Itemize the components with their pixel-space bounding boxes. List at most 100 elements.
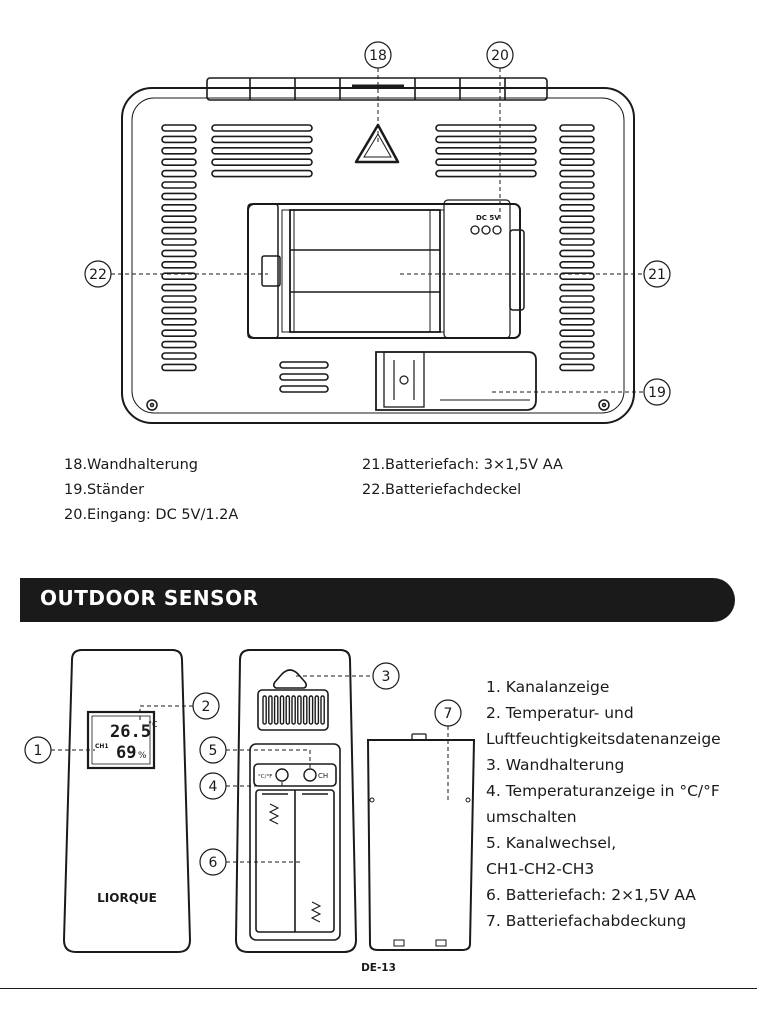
vent-slot (161, 352, 197, 360)
vent-slot (559, 329, 595, 338)
vent-slot (435, 158, 537, 166)
outdoor-sensor-diagram: 26.5 °C CH1 69 % LIORQUE °C/°F CH (24, 649, 476, 953)
vent-slot (559, 295, 595, 303)
vent-slot (211, 169, 313, 178)
sensor-legend-line: 7. Batteriefachabdeckung (486, 912, 687, 930)
dc-input-label: DC 5V (476, 214, 500, 222)
sensor-legend-line: 3. Wandhalterung (486, 756, 625, 774)
vent-slot (161, 329, 197, 338)
vent-slot (211, 124, 313, 132)
vent-slot (211, 147, 313, 155)
vent-slot (435, 124, 537, 132)
sensor-battery-cover (366, 739, 476, 951)
vent-slot (161, 215, 197, 223)
sensor-legend-line: umschalten (486, 808, 577, 826)
unit-button (275, 768, 289, 782)
sensor-back-body (234, 649, 358, 953)
battery-cover-hinge (247, 203, 279, 339)
sensor-legend-line: CH1-CH2-CH3 (486, 860, 595, 878)
vent-slot (285, 695, 291, 725)
vent-slot (161, 226, 197, 235)
vent-slot (291, 695, 296, 725)
vent-slot (262, 695, 267, 725)
section-title: OUTDOOR SENSOR (40, 586, 259, 610)
vent-slot (559, 204, 595, 212)
callout-19: 19 (648, 385, 666, 401)
callout-3: 3 (382, 669, 391, 685)
callout-4: 4 (209, 779, 218, 795)
legend-item-22: 22.Batteriefachdeckel (362, 482, 522, 498)
vent-slot (559, 363, 595, 372)
callout-1: 1 (34, 743, 43, 759)
lcd-temp-unit: °C (148, 720, 158, 729)
vent-slot (559, 169, 595, 178)
base-station-back-diagram: DC 5V 18 20 22 21 19 (84, 41, 671, 424)
vent-slot (559, 238, 595, 246)
vent-slot (211, 158, 313, 166)
vent-slot (161, 363, 197, 372)
vent-slot (161, 135, 197, 144)
vent-slot (279, 695, 285, 725)
vent-slot (314, 695, 320, 725)
vent-slot (559, 147, 595, 155)
vent-slot (435, 135, 537, 144)
callout-20: 20 (491, 48, 509, 64)
vent-slot (559, 283, 595, 292)
vent-slot (161, 272, 197, 281)
vent-slot (279, 373, 329, 381)
battery-compartment (247, 203, 521, 339)
callout-18: 18 (369, 48, 387, 64)
unit-button-label: °C/°F (258, 774, 272, 780)
vent-slot (279, 385, 329, 393)
top-legend-left: 18.Wandhalterung 19.Ständer 20.Eingang: … (64, 453, 238, 528)
vent-slot (161, 158, 197, 166)
vent-slot (435, 147, 537, 155)
wall-mount-hole (354, 123, 400, 164)
vent-slot (161, 147, 197, 155)
vent-slot (559, 158, 595, 166)
legend-item-21: 21.Batteriefach: 3×1,5V AA (362, 457, 563, 473)
vent-slot (559, 124, 595, 132)
stand (375, 351, 537, 411)
vent-slot (161, 238, 197, 246)
lcd-humidity: 69 (116, 743, 136, 763)
sensor-legend-line: 6. Batteriefach: 2×1,5V AA (486, 886, 696, 904)
vent-slot (559, 260, 595, 269)
callout-22: 22 (89, 267, 107, 283)
vent-slot (559, 317, 595, 326)
vent-slot (559, 181, 595, 189)
vent-slot (559, 340, 595, 349)
channel-button (303, 768, 317, 782)
callout-5: 5 (209, 743, 218, 759)
sensor-legend-line: Luftfeuchtigkeitsdatenanzeige (486, 730, 721, 748)
top-legend-right: 21.Batteriefach: 3×1,5V AA 22.Batteriefa… (362, 453, 563, 503)
vent-slot (559, 135, 595, 144)
vent-slot (161, 192, 197, 201)
sensor-front-body (62, 649, 192, 953)
callout-2: 2 (202, 699, 211, 715)
vent-slot (559, 272, 595, 281)
vent-slot (161, 124, 197, 132)
vent-slot (268, 695, 273, 725)
vent-slot (559, 306, 595, 315)
vent-slot (297, 695, 302, 725)
sensor-legend-line: 5. Kanalwechsel, (486, 834, 617, 852)
sensor-legend-line: 1. Kanalanzeige (486, 678, 610, 696)
vent-slot (302, 695, 308, 725)
sensor-legend-line: 4. Temperaturanzeige in °C/°F (486, 782, 720, 800)
callout-21: 21 (648, 267, 666, 283)
lcd-humidity-unit: % (138, 751, 147, 761)
vent-slot (320, 695, 325, 725)
page-number: DE-13 (361, 962, 396, 974)
vent-slot (161, 283, 197, 292)
base-station-body (121, 87, 635, 424)
vent-slot (161, 340, 197, 349)
sensor-legend: 1. Kanalanzeige 2. Temperatur- und Luftf… (486, 674, 721, 934)
vent-slot (308, 695, 314, 725)
vent-slot (161, 169, 197, 178)
vent-slot (161, 306, 197, 315)
vent-slot (559, 215, 595, 223)
vent-slot (559, 249, 595, 258)
vent-slot (435, 169, 537, 178)
callout-7: 7 (444, 706, 453, 722)
